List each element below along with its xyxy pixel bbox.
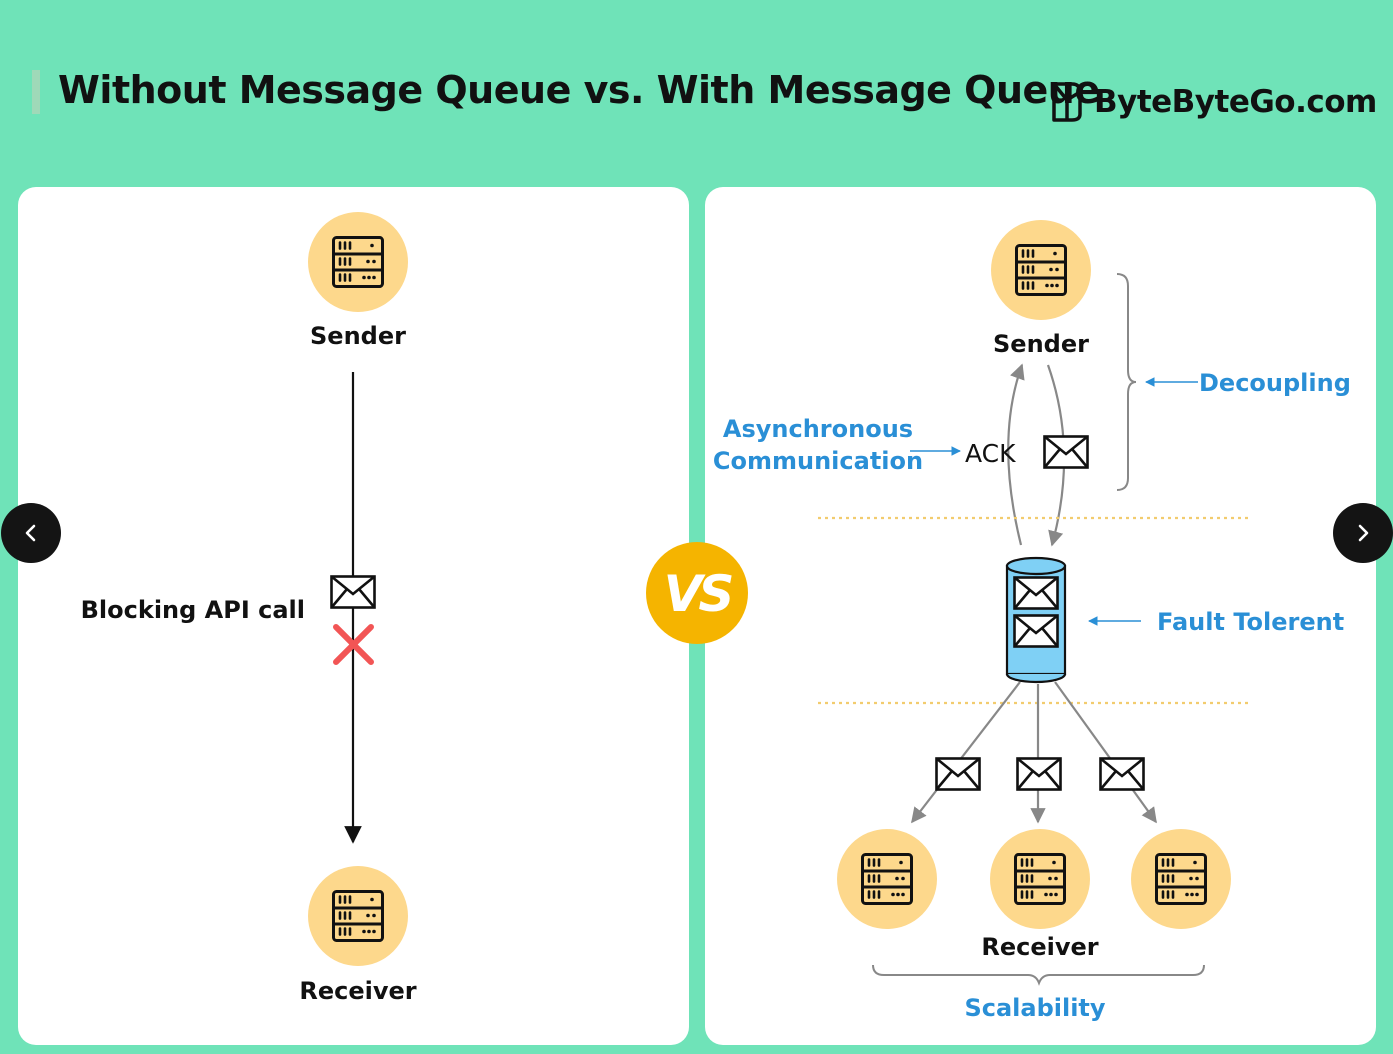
receiver-1 [837, 829, 937, 929]
x-mark-icon [333, 624, 374, 665]
ack-label: ACK [965, 439, 1016, 468]
vs-badge: VS [646, 542, 748, 644]
bytebytego-logo-icon [1052, 82, 1082, 122]
scalability-brace [872, 964, 1205, 986]
receiver-3 [1131, 829, 1231, 929]
next-slide-button[interactable] [1333, 503, 1393, 563]
scalability-label: Scalability [964, 994, 1105, 1022]
brand-text: ByteByteGo.com [1094, 84, 1377, 120]
async-label-line2: Communication [713, 447, 923, 475]
envelope-icon [1043, 435, 1089, 469]
envelope-icon [1016, 757, 1062, 791]
envelope-icon [1013, 576, 1059, 610]
fanout-arrow-left [911, 681, 1021, 824]
receiver-2 [990, 829, 1090, 929]
right-sender: Sender [991, 220, 1091, 358]
left-sender: Sender [308, 212, 408, 350]
right-receiver-label: Receiver [981, 933, 1098, 961]
brand: ByteByteGo.com [1050, 80, 1377, 124]
chevron-left-icon [25, 524, 36, 542]
right-sender-label: Sender [993, 330, 1089, 358]
envelope-icon [1013, 614, 1059, 648]
left-receiver-circle [308, 866, 408, 966]
envelope-icon [330, 575, 376, 609]
left-sender-label: Sender [310, 322, 406, 350]
vs-label: VS [664, 565, 733, 623]
queue-icon [1005, 556, 1067, 684]
async-label-line1: Asynchronous [723, 415, 913, 443]
decoupling-brace [1116, 273, 1137, 491]
fault-tolerant-label: Fault Tolerent [1157, 608, 1344, 636]
right-sender-circle [991, 220, 1091, 320]
left-receiver-label: Receiver [299, 977, 416, 1005]
envelope-icon [935, 757, 981, 791]
blocking-call-label: Blocking API call [81, 596, 305, 624]
previous-slide-button[interactable] [1, 503, 61, 563]
left-receiver: Receiver [299, 866, 417, 1005]
ack-arrow [1007, 363, 1025, 546]
chevron-right-icon [1358, 524, 1369, 542]
title-accent-bar [32, 70, 40, 114]
page-title: Without Message Queue vs. With Message Q… [58, 68, 1100, 112]
envelope-icon [1099, 757, 1145, 791]
left-sender-circle [308, 212, 408, 312]
decoupling-label: Decoupling [1199, 369, 1351, 397]
fanout-arrow-right [1054, 681, 1157, 824]
